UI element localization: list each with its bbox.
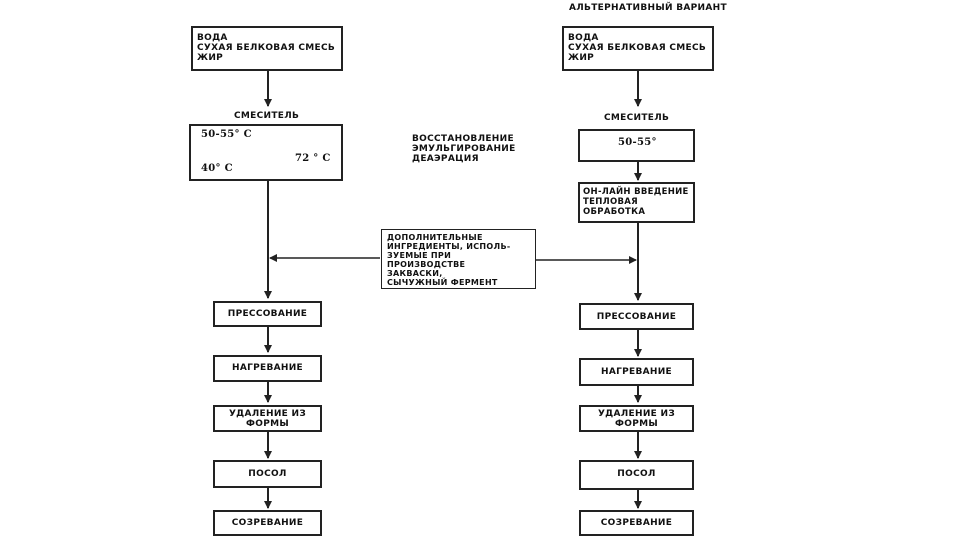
left-step-salting: ПОСОЛ: [213, 460, 322, 488]
right-ingredient-fat: ЖИР: [568, 53, 595, 63]
left-ingredient-fat: ЖИР: [197, 53, 224, 63]
right-online-box: ОН-ЛАЙН ВВЕДЕНИЕ ТЕПЛОВАЯ ОБРАБОТКА: [578, 182, 695, 223]
right-mixer-box: 50-55°: [578, 129, 695, 162]
middle-ingredients-text: ДОПОЛНИТЕЛЬНЫЕ ИНГРЕДИЕНТЫ, ИСПОЛЬ- ЗУЕМ…: [387, 233, 511, 287]
left-temp-end: 40° C: [201, 163, 233, 174]
left-temp-start: 50-55° C: [201, 129, 252, 140]
right-step-pressing-label: ПРЕССОВАНИЕ: [596, 312, 677, 322]
left-ingredient-water: ВОДА: [197, 33, 228, 43]
left-step-removal-label: УДАЛЕНИЕ ИЗ ФОРМЫ: [228, 409, 307, 429]
right-online-text: ОН-ЛАЙН ВВЕДЕНИЕ ТЕПЛОВАЯ ОБРАБОТКА: [583, 187, 689, 217]
left-step-ripening: СОЗРЕВАНИЕ: [213, 510, 322, 536]
left-step-heating: НАГРЕВАНИЕ: [213, 355, 322, 382]
right-step-heating: НАГРЕВАНИЕ: [579, 358, 694, 386]
left-ingredients-box: ВОДА СУХАЯ БЕЛКОВАЯ СМЕСЬ ЖИР: [191, 26, 343, 71]
middle-process-note: ВОССТАНОВЛЕНИЕ ЭМУЛЬГИРОВАНИЕ ДЕАЭРАЦИЯ: [412, 134, 516, 164]
left-step-pressing: ПРЕССОВАНИЕ: [213, 301, 322, 327]
right-mixer-label: СМЕСИТЕЛЬ: [604, 113, 670, 123]
left-step-salting-label: ПОСОЛ: [248, 469, 287, 479]
right-ingredient-water: ВОДА: [568, 33, 599, 43]
right-step-pressing: ПРЕССОВАНИЕ: [579, 303, 694, 330]
right-step-salting-label: ПОСОЛ: [617, 469, 656, 479]
left-step-removal: УДАЛЕНИЕ ИЗ ФОРМЫ: [213, 405, 322, 432]
right-step-removal-label: УДАЛЕНИЕ ИЗ ФОРМЫ: [597, 409, 676, 429]
right-step-ripening: СОЗРЕВАНИЕ: [579, 510, 694, 536]
right-step-heating-label: НАГРЕВАНИЕ: [600, 367, 672, 377]
left-ingredient-protein-mix: СУХАЯ БЕЛКОВАЯ СМЕСЬ: [197, 43, 336, 53]
right-step-ripening-label: СОЗРЕВАНИЕ: [600, 518, 673, 528]
right-step-salting: ПОСОЛ: [579, 460, 694, 490]
right-mixer-temp: 50-55°: [618, 137, 657, 148]
right-ingredient-protein-mix: СУХАЯ БЕЛКОВАЯ СМЕСЬ: [568, 43, 707, 53]
left-mixer-label: СМЕСИТЕЛЬ: [234, 111, 300, 121]
right-step-removal: УДАЛЕНИЕ ИЗ ФОРМЫ: [579, 405, 694, 432]
left-step-ripening-label: СОЗРЕВАНИЕ: [231, 518, 304, 528]
left-temp-peak: 72 ° C: [295, 153, 331, 164]
middle-ingredients-box: ДОПОЛНИТЕЛЬНЫЕ ИНГРЕДИЕНТЫ, ИСПОЛЬ- ЗУЕМ…: [381, 229, 536, 289]
right-ingredients-box: ВОДА СУХАЯ БЕЛКОВАЯ СМЕСЬ ЖИР: [562, 26, 714, 71]
left-mixer-box: 50-55° C 72 ° C 40° C: [189, 124, 343, 181]
left-step-pressing-label: ПРЕССОВАНИЕ: [227, 309, 308, 319]
left-step-heating-label: НАГРЕВАНИЕ: [231, 363, 303, 373]
right-title: АЛЬТЕРНАТИВНЫЙ ВАРИАНТ: [569, 3, 727, 13]
